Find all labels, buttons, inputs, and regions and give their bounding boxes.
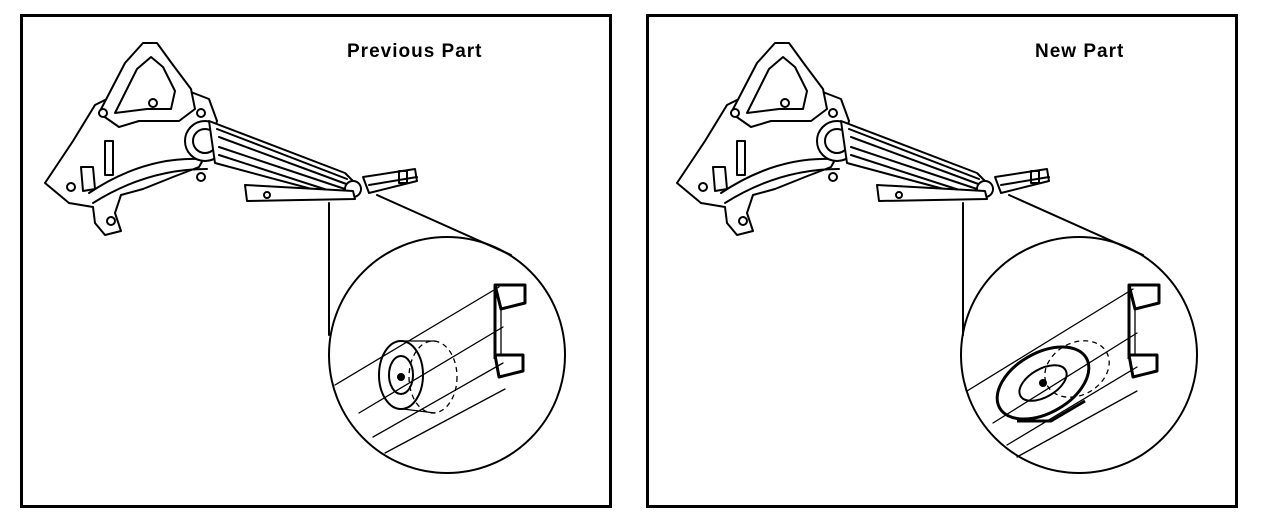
round-fitting-icon: [328, 236, 566, 474]
panel-title-new: New Part: [1035, 41, 1125, 62]
new-part-panel: New Part: [646, 14, 1238, 508]
previous-part-illustration: [44, 42, 566, 474]
previous-part-panel: Previous Part: [20, 14, 612, 508]
seat-hinge-bracket-icon: [44, 42, 418, 236]
new-part-illustration: [676, 42, 1198, 474]
panel-title-previous: Previous Part: [347, 41, 483, 62]
elongated-fitting-icon: [960, 236, 1198, 474]
seat-hinge-bracket-icon: [676, 42, 1050, 236]
